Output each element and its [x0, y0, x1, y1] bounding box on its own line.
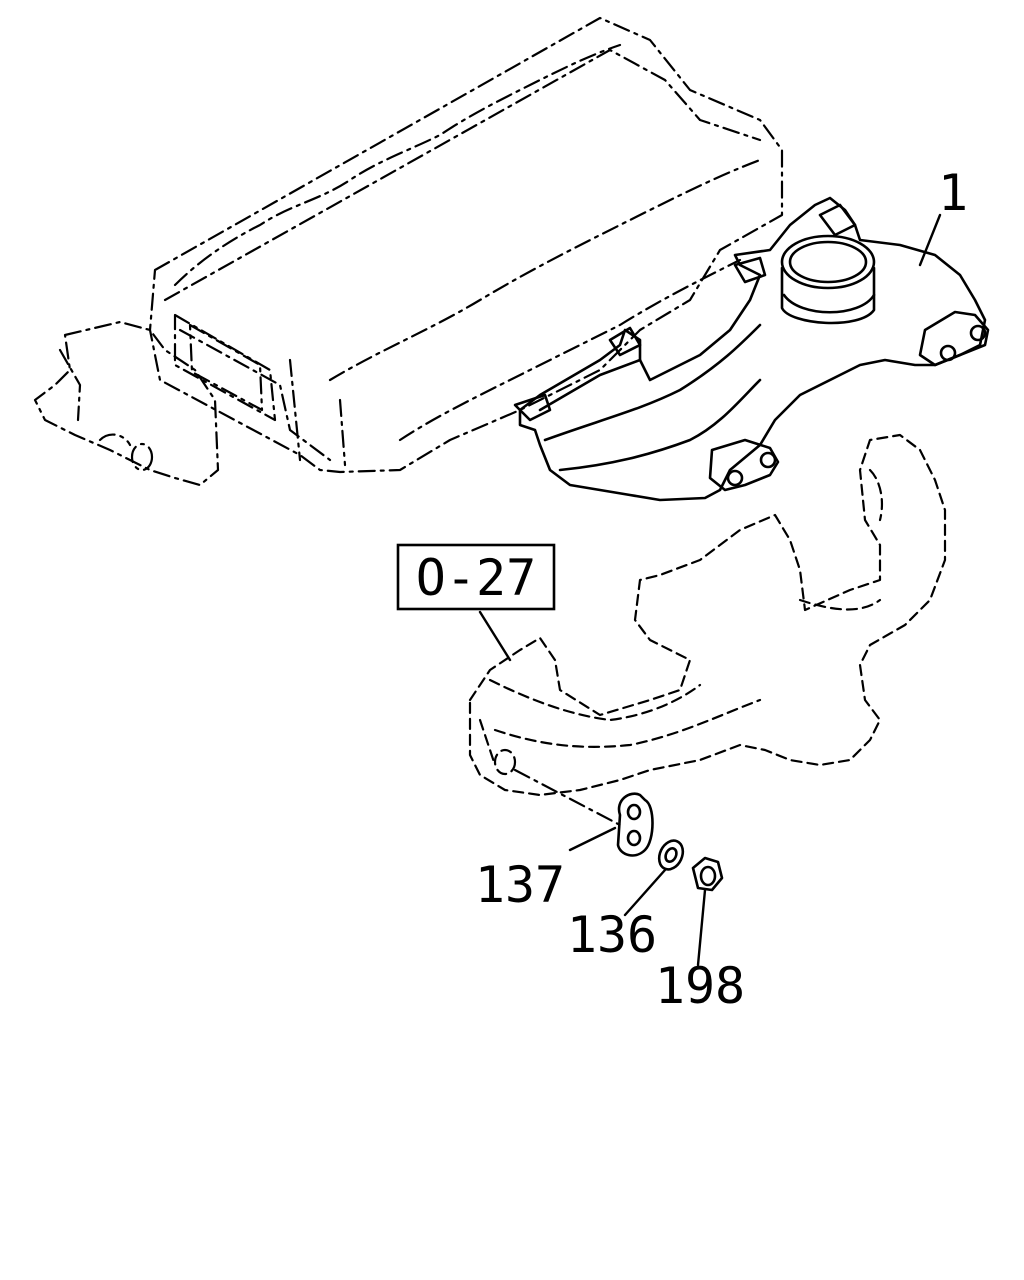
front-housing-outline: [33, 320, 220, 487]
callout-part-1: 1: [938, 164, 968, 222]
cylinder-head-outline: [148, 16, 784, 474]
callout-part-137: 137: [475, 856, 565, 914]
gasket-part-137: [616, 792, 654, 857]
exhaust-manifold-part-1: [513, 196, 990, 502]
nut-part-198: [691, 856, 724, 892]
reference-box: [396, 543, 556, 611]
callout-part-198: 198: [655, 957, 745, 1015]
reference-box-label: O-27: [416, 549, 536, 607]
leader-line-o27: [478, 610, 512, 662]
leader-line-198: [696, 888, 707, 967]
leader-line-136: [623, 868, 667, 917]
stud-axis-line: [513, 768, 622, 827]
callout-part-136: 136: [567, 906, 657, 964]
washer-part-136: [657, 839, 685, 871]
leader-line-1: [918, 213, 942, 267]
leader-line-137: [568, 826, 617, 852]
reference-manifold-outline: [468, 433, 947, 797]
